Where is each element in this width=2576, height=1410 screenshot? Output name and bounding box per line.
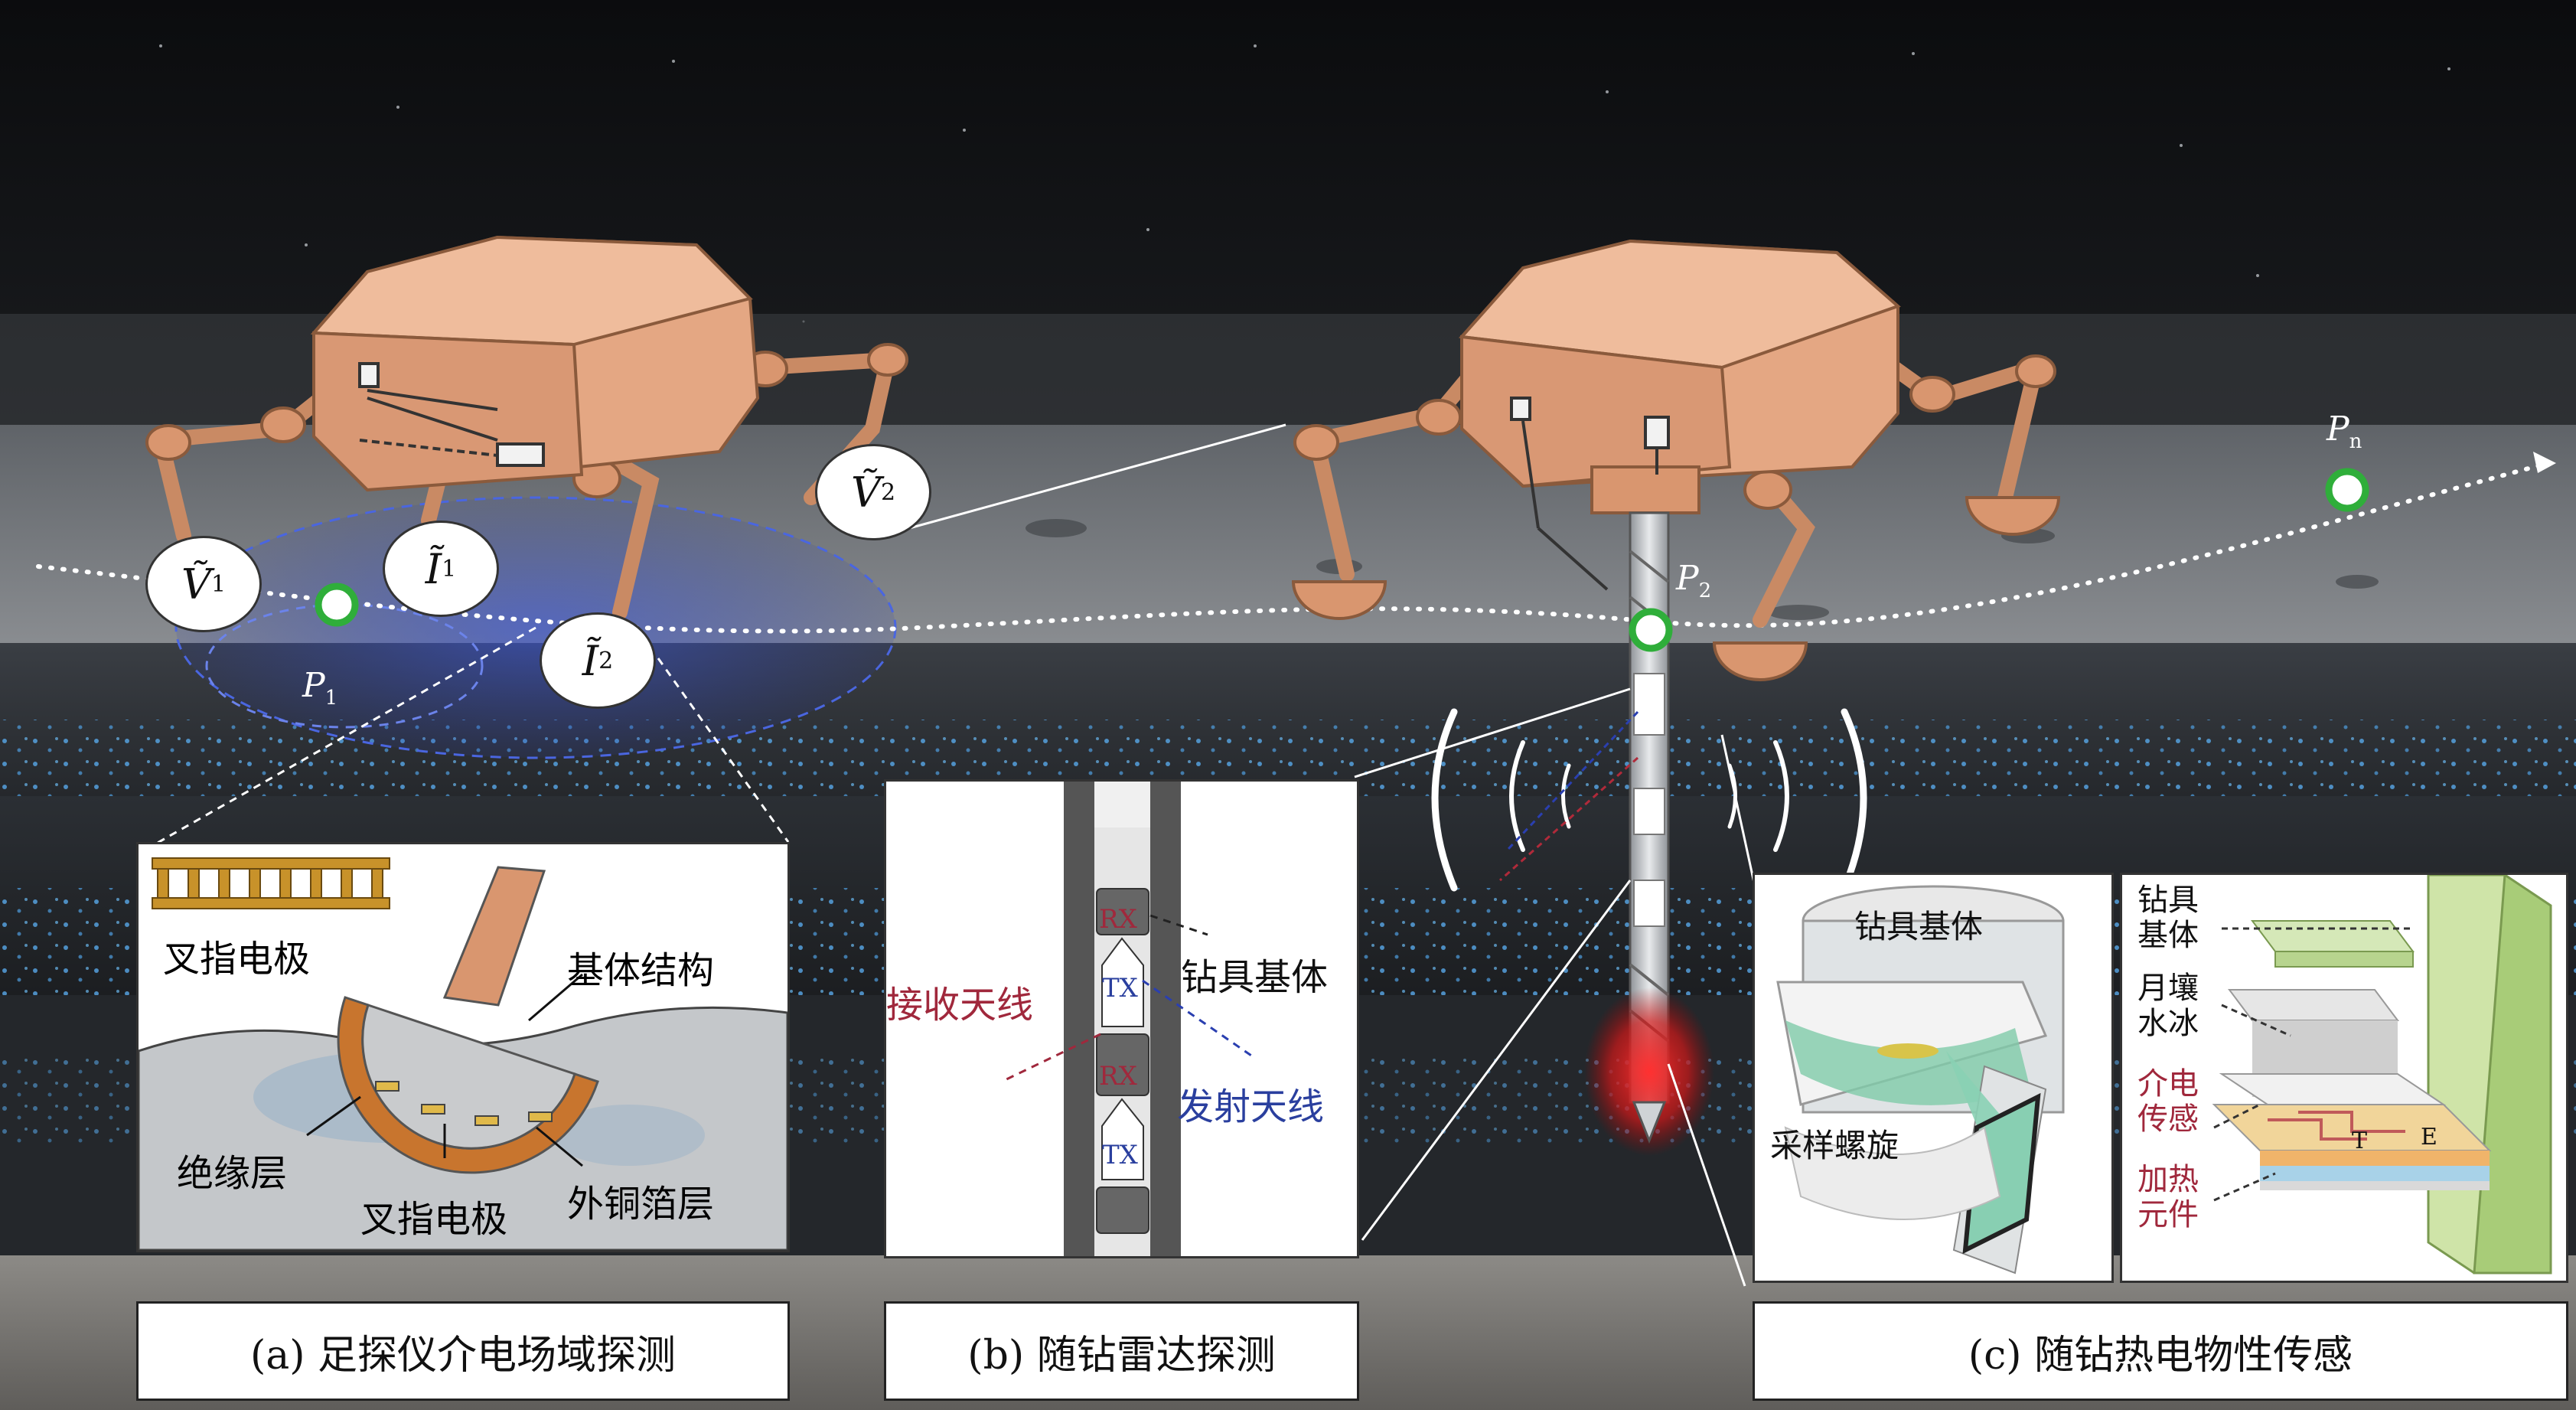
- panel-c-left: 钻具基体 采样螺旋: [1753, 873, 2114, 1283]
- panel-a-interdigital-bottom: 叉指电极: [360, 1198, 508, 1241]
- panel-c-lunar-ice: 月壤 水冰: [2137, 971, 2199, 1041]
- panel-c-left-diagram: [1776, 885, 2065, 1275]
- point-pn-label: Pn: [2327, 410, 2362, 453]
- v1-symbol: Ṽ: [181, 560, 211, 609]
- panel-a-interdigital-top: 叉指电极: [163, 938, 311, 981]
- panel-a-insulation: 绝缘层: [177, 1152, 288, 1195]
- panel-c-dielectric: 介电 传感: [2137, 1066, 2199, 1137]
- panel-a-substrate: 基体结构: [567, 949, 715, 992]
- i1-subscript: 1: [442, 555, 457, 583]
- i2-subscript: 2: [598, 647, 614, 674]
- pn-subscript: n: [2349, 429, 2362, 453]
- panel-b-rx-antenna: 接收天线: [886, 984, 1034, 1026]
- pn-symbol: P: [2327, 410, 2349, 449]
- p2-symbol: P: [1676, 559, 1699, 598]
- panel-b-tx1: TX: [1102, 973, 1138, 1004]
- panel-c-right-diagram: [2212, 875, 2552, 1275]
- caption-c: (c) 随钻热电物性传感: [1753, 1301, 2568, 1401]
- panel-b-rx1: RX: [1099, 904, 1137, 935]
- left-lander: [145, 235, 908, 620]
- panel-c-tool-body: 钻具基体: [1854, 908, 1984, 945]
- right-lander: [1291, 239, 2061, 681]
- i1-symbol: Ĩ: [425, 544, 442, 593]
- v1-subscript: 1: [210, 570, 227, 598]
- caption-a: (a) 足探仪介电场域探测: [136, 1301, 790, 1401]
- panel-c-heater: 加热 元件: [2137, 1162, 2199, 1232]
- v2-symbol: Ṽ: [850, 468, 881, 517]
- panel-c-sampling-auger: 采样螺旋: [1770, 1127, 1899, 1164]
- point-p1-label: P1: [302, 666, 337, 710]
- panel-b-tx-antenna: 发射天线: [1177, 1085, 1325, 1128]
- panel-b-tool-body: 钻具基体: [1181, 956, 1329, 999]
- v2-subscript: 2: [880, 478, 896, 506]
- panel-b: RX TX RX TX 钻具基体 接收天线 发射天线: [884, 779, 1359, 1258]
- panel-c-tool-body-2: 钻具 基体: [2137, 883, 2199, 953]
- panel-c-right: 钻具 基体 月壤 水冰 介电 传感 加热 元件 T E: [2120, 873, 2568, 1283]
- p1-subscript: 1: [324, 686, 338, 710]
- p2-subscript: 2: [1698, 579, 1712, 602]
- point-p2-label: P2: [1676, 559, 1711, 602]
- i2-symbol: Ĩ: [582, 636, 599, 685]
- panel-c-e-label: E: [2421, 1124, 2437, 1151]
- panel-a-diagram: [139, 857, 787, 1250]
- panel-b-rx2: RX: [1099, 1061, 1137, 1092]
- panel-a: 叉指电极 基体结构 绝缘层 叉指电极 外铜箔层: [136, 842, 790, 1252]
- panel-b-diagram: [1004, 782, 1254, 1256]
- caption-b: (b) 随钻雷达探测: [884, 1301, 1359, 1401]
- panel-b-tx2: TX: [1102, 1140, 1138, 1170]
- panel-a-copper-foil: 外铜箔层: [567, 1183, 715, 1226]
- p1-symbol: P: [302, 666, 325, 705]
- panel-c-t-label: T: [2352, 1128, 2368, 1154]
